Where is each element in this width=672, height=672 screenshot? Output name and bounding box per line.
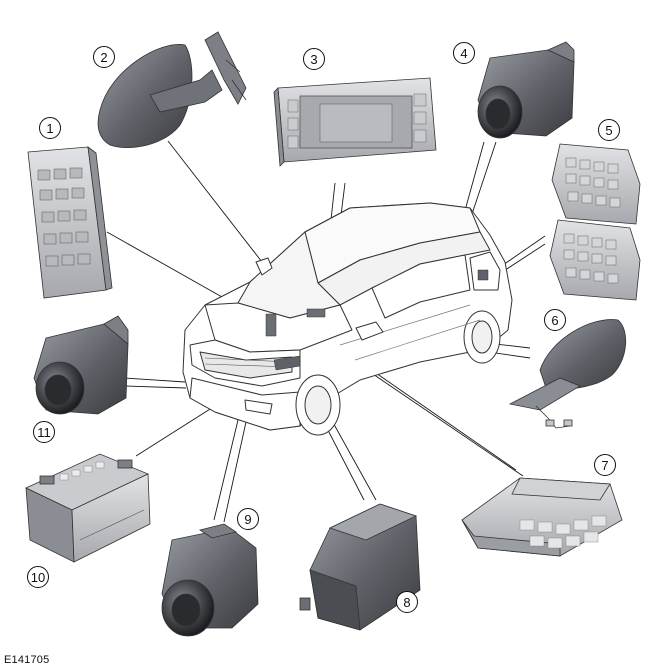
callout-11: 11: [33, 421, 55, 443]
control-module-tray-icon: [273, 77, 437, 167]
callout-4: 4: [453, 42, 475, 64]
callout-3: 3: [303, 48, 325, 70]
camera-icon: [161, 523, 259, 637]
callout-9: 9: [237, 508, 259, 530]
fuse-box-icon: [27, 146, 113, 299]
vehicle-illustration: [182, 202, 513, 436]
door-mirror-icon: [97, 31, 247, 148]
camera-icon: [33, 315, 129, 415]
leader-line-11a: [123, 377, 186, 383]
camera-icon: [477, 41, 575, 139]
callout-5: 5: [598, 119, 620, 141]
leader-line-2: [167, 140, 263, 263]
callout-2: 2: [93, 46, 115, 68]
control-module-icon: [461, 477, 623, 557]
figure-id: E141705: [4, 654, 50, 666]
control-module-icon: [299, 503, 421, 631]
leader-line-9b: [223, 421, 247, 523]
callout-1: 1: [39, 117, 61, 139]
leader-line-11b: [123, 385, 187, 389]
connector-block-icon: [549, 143, 641, 301]
callout-7: 7: [594, 454, 616, 476]
leader-line-7b: [363, 367, 524, 477]
leader-line-7a: [359, 361, 517, 471]
callout-6: 6: [544, 309, 566, 331]
battery-icon: [25, 453, 151, 563]
door-mirror-icon: [508, 319, 627, 429]
callout-10: 10: [27, 566, 49, 588]
leader-line-9a: [213, 419, 239, 521]
callout-8: 8: [396, 591, 418, 613]
